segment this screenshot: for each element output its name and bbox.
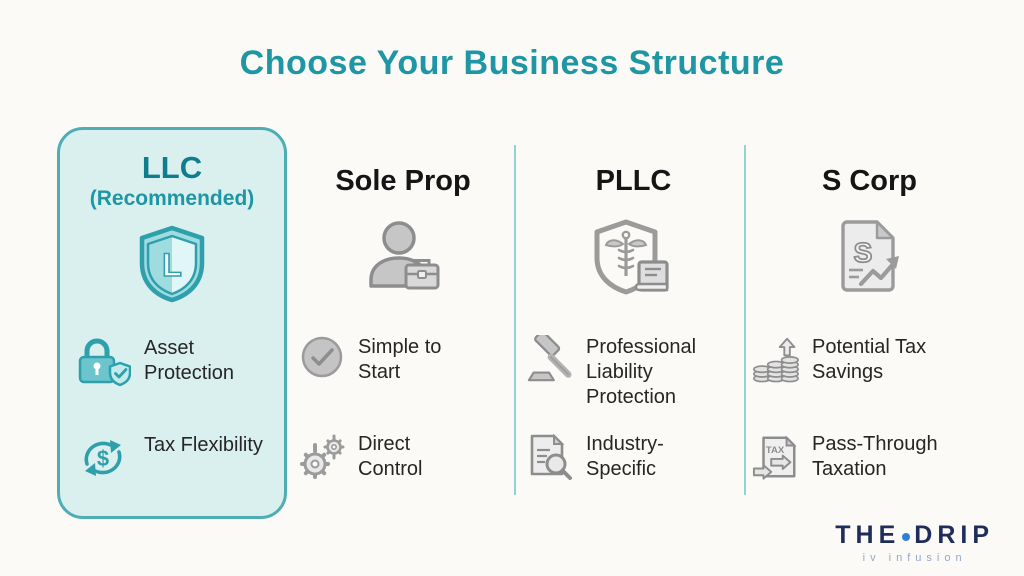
svg-text:TAX: TAX: [766, 445, 785, 456]
feature-label: Tax Flexibility: [144, 434, 263, 456]
feature-label: Direct Control: [358, 433, 423, 480]
document-magnifier-icon: [526, 432, 574, 482]
pllc-column: PLLC: [526, 140, 741, 480]
coins-up-arrow-icon: [752, 335, 800, 385]
feature-label: Asset Protection: [144, 337, 235, 384]
logo-brand-right: DRIP: [914, 521, 994, 549]
sole-prop-feature-control: Direct Control: [298, 432, 473, 482]
feature-label: Simple to Start: [358, 336, 442, 383]
llc-card: LLC (Recommended) L Asset Pr: [57, 127, 287, 519]
column-divider: [744, 145, 746, 495]
person-briefcase-icon: [298, 218, 508, 294]
shield-l-icon: L: [60, 223, 284, 305]
column-divider: [514, 145, 516, 495]
s-document-growth-icon: S: [752, 218, 987, 296]
gavel-icon: [526, 335, 574, 387]
svg-text:S: S: [853, 237, 872, 268]
sole-prop-feature-simple: Simple to Start: [298, 335, 473, 385]
pllc-title: PLLC: [595, 165, 672, 197]
s-corp-title: S Corp: [821, 165, 918, 197]
feature-label: Pass-Through Taxation: [812, 433, 938, 480]
drip-dot-icon: [902, 533, 911, 541]
tax-passthrough-icon: TAX: [752, 432, 800, 482]
gears-icon: [298, 432, 346, 480]
sole-prop-title: Sole Prop: [335, 165, 471, 197]
llc-recommended-label: (Recommended): [89, 187, 255, 210]
cycle-dollar-icon: $: [74, 433, 132, 483]
logo-brand-text: THE DRIP: [835, 521, 994, 550]
logo-brand-left: THE: [835, 521, 901, 549]
s-corp-column: S Corp S: [752, 140, 987, 480]
llc-feature-tax-flexibility: $ Tax Flexibility: [74, 433, 274, 483]
sole-prop-column: Sole Prop Simple to Start: [298, 140, 508, 480]
svg-text:$: $: [97, 446, 109, 471]
svg-text:L: L: [162, 247, 182, 283]
s-corp-feature-savings: Potential Tax Savings: [752, 335, 962, 385]
medical-shield-book-icon: [526, 218, 741, 298]
pllc-feature-industry: Industry-Specific: [526, 432, 721, 482]
llc-feature-asset-protection: Asset Protection: [74, 336, 274, 388]
llc-title: LLC: [141, 150, 203, 185]
feature-label: Industry-Specific: [586, 433, 664, 480]
logo-tagline: iv infusion: [862, 552, 967, 564]
lock-shield-icon: [74, 336, 132, 388]
pllc-feature-liability: Professional Liability Protection: [526, 335, 721, 410]
check-circle-icon: [298, 335, 346, 379]
the-drip-logo: THE DRIP iv infusion: [835, 521, 994, 564]
feature-label: Professional Liability Protection: [586, 336, 697, 408]
page-title: Choose Your Business Structure: [239, 44, 785, 82]
s-corp-feature-passthrough: TAX Pass-Through Taxation: [752, 432, 962, 482]
feature-label: Potential Tax Savings: [812, 336, 927, 383]
